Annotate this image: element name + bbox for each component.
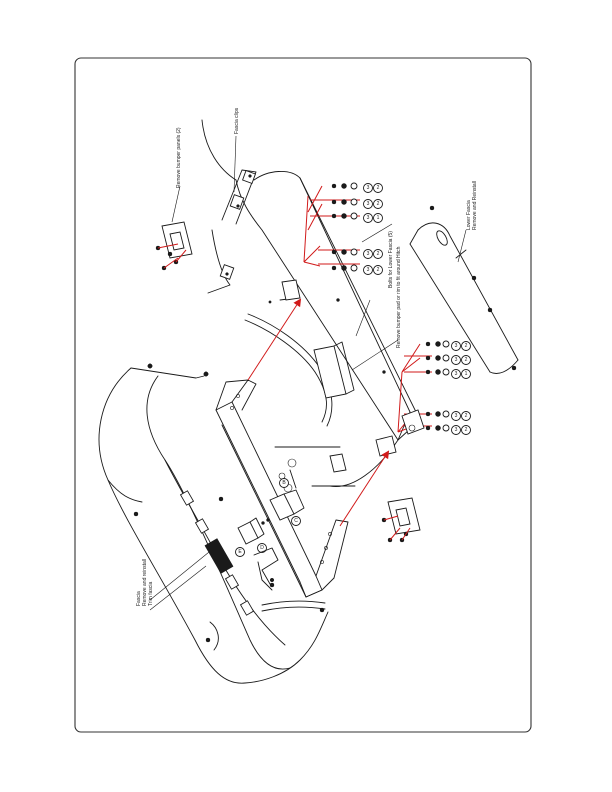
vehicle-rear-body — [235, 171, 421, 487]
install-arrow-lower — [339, 450, 390, 527]
bumper-panel-upper — [155, 221, 193, 271]
callout-number-3: 3 — [455, 357, 458, 363]
hitch-cross-tube — [215, 379, 349, 598]
label-trim-fascia: Trim fascia — [148, 582, 154, 606]
callout-number-2: 2 — [377, 267, 380, 273]
callout-c: C — [294, 518, 298, 524]
callout-b: B — [282, 480, 286, 486]
callout-number-3: 3 — [367, 267, 370, 273]
callout-number-3: 3 — [455, 343, 458, 349]
callout-number-2: 2 — [465, 357, 468, 363]
lower-fascia — [409, 205, 519, 374]
callout-number-3: 3 — [367, 215, 370, 221]
callout-number-3: 3 — [455, 371, 458, 377]
callout-number-3: 3 — [367, 185, 370, 191]
callout-number-2: 2 — [377, 201, 380, 207]
label-lower-fascia-action: Remove and Reinstall — [472, 181, 478, 230]
label-fascia-clips: Fascia clips — [234, 107, 240, 134]
bumper-panel-lower — [381, 497, 421, 543]
callout-number-3: 3 — [455, 413, 458, 419]
label-remove-bumper-pad: Remove bumper pad or rim to fit around H… — [396, 246, 402, 348]
label-bolts-lower-fascia: Bolts for Lower Fascia (5) — [388, 231, 394, 288]
upper-fascia — [98, 363, 329, 684]
hardware-stack-lower: 3 2 3 2 3 1 3 2 3 2 — [397, 340, 471, 435]
hardware-stack-upper: 3 2 3 2 3 1 3 2 3 2 — [303, 182, 383, 275]
pin-clip-assembly — [237, 517, 279, 591]
callout-number-1: 1 — [377, 215, 380, 221]
page-frame — [74, 57, 532, 733]
callout-number-3: 3 — [455, 427, 458, 433]
fascia-clip-region — [201, 119, 257, 294]
callout-number-2: 2 — [465, 427, 468, 433]
callout-number-2: 2 — [377, 251, 380, 257]
callout-d: D — [260, 545, 264, 551]
callout-number-2: 2 — [377, 185, 380, 191]
callout-number-2: 2 — [465, 413, 468, 419]
callout-number-3: 3 — [367, 201, 370, 207]
label-fascia: Fascia — [136, 591, 142, 606]
label-bumper-panels: Remove bumper panels (2) — [176, 127, 182, 188]
callout-e: E — [238, 549, 242, 555]
callout-number-2: 2 — [465, 343, 468, 349]
callout-number-1: 1 — [465, 371, 468, 377]
label-fascia-action: Remove and reinstall — [142, 559, 148, 606]
label-lower-fascia: Lower Fascia — [466, 200, 472, 230]
install-arrow-upper — [247, 298, 302, 381]
callout-number-3: 3 — [367, 251, 370, 257]
